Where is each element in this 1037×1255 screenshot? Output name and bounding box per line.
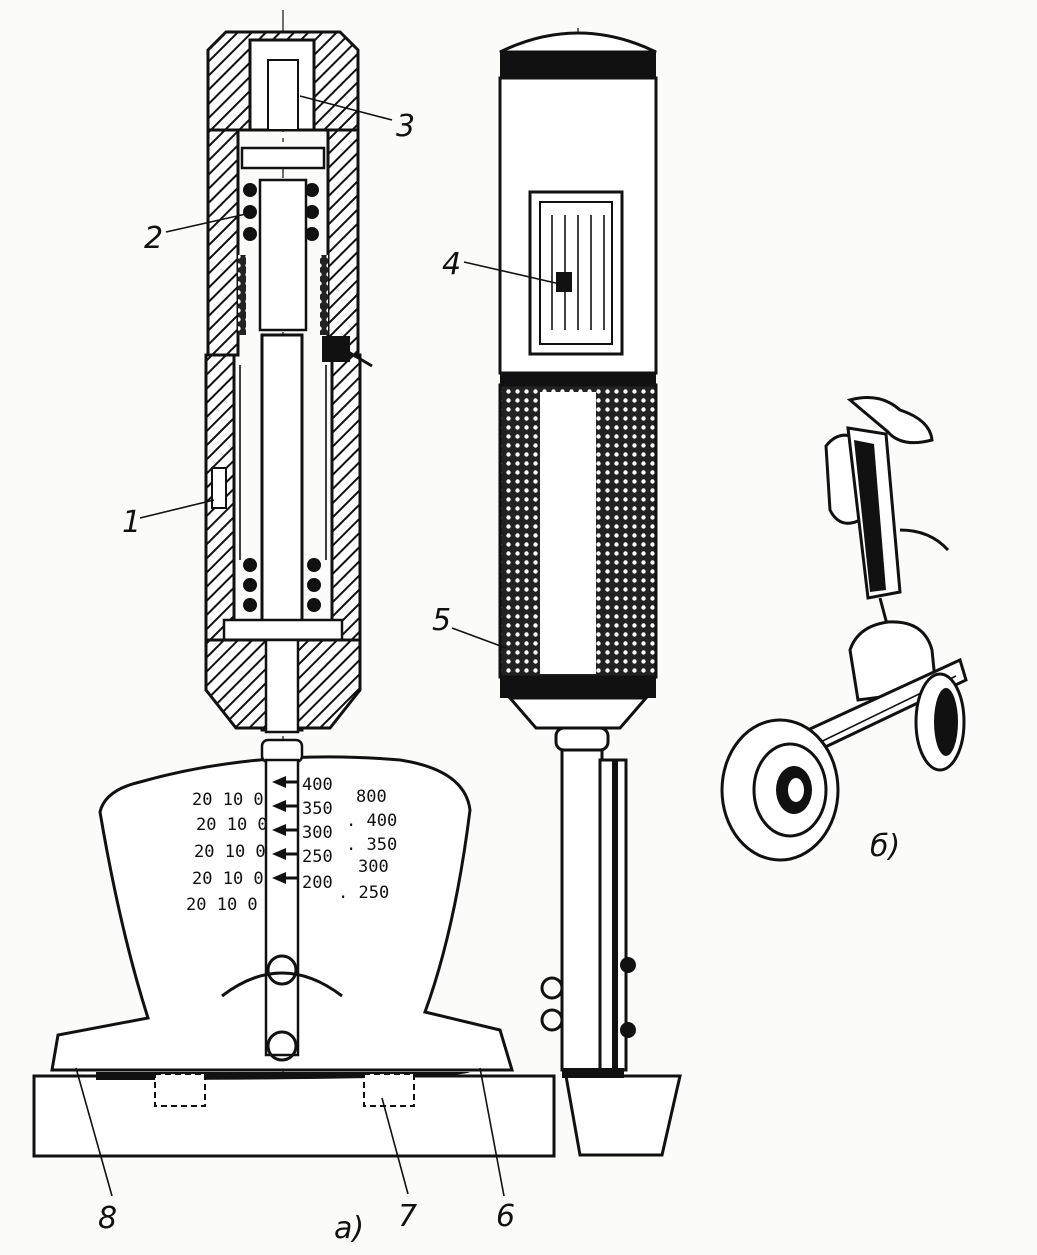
hardness-scale: 20 10 0 400 800 20 10 0 350 . 400 20 10 …	[186, 775, 397, 915]
slot	[211, 467, 227, 509]
callout-6: 6	[496, 1199, 515, 1234]
dome-cap	[499, 31, 657, 54]
scale-left-value: 20 10 0	[186, 895, 258, 915]
clamp-bolt-left	[154, 1073, 206, 1107]
workpiece-base	[32, 1074, 556, 1158]
callout-3: 3	[396, 109, 415, 144]
leader-6	[479, 1067, 505, 1197]
screw-upper	[540, 976, 564, 1000]
scale-window-inner	[539, 201, 613, 345]
upper-spring	[238, 183, 328, 335]
scale-left-value: 20 10 0	[192, 869, 264, 889]
leader-8	[75, 1067, 113, 1197]
callout-1: 1	[122, 505, 141, 540]
knurl-bottom-band	[500, 676, 656, 698]
callout-4: 4	[442, 247, 461, 282]
leader-5	[451, 627, 507, 649]
callout-8: 8	[98, 1201, 117, 1236]
spring-plate	[240, 146, 326, 170]
scale-mid-value: 250	[302, 847, 333, 867]
cap-band	[500, 52, 656, 78]
support-foot	[564, 1074, 682, 1157]
leader-lines	[75, 95, 561, 1197]
scale-row: 20 10 0 250 300	[192, 847, 389, 889]
lower-spring	[243, 558, 321, 612]
leader-2	[165, 213, 247, 233]
external-view	[498, 28, 682, 1157]
view-b-label: б)	[870, 829, 900, 864]
stem	[560, 748, 604, 1072]
scale-row: 20 10 0 400 800	[192, 775, 387, 810]
screw-lower	[540, 1008, 564, 1032]
view-a-label: а)	[334, 1211, 364, 1246]
scale-left-value: 20 10 0	[196, 815, 268, 835]
scale-left-value: 20 10 0	[194, 842, 266, 862]
housing-wall-right-lower	[330, 353, 362, 642]
indenter-tip	[260, 738, 304, 764]
knurl-top-band	[500, 373, 656, 385]
arc-guide	[221, 971, 343, 998]
scale-mid-value: 400	[302, 775, 333, 795]
scale-right-value: . 400	[346, 811, 397, 831]
scale-mid-value: 200	[302, 873, 333, 893]
pivot-lower	[266, 1030, 298, 1062]
leader-3	[299, 95, 393, 121]
housing-wall-left-upper	[206, 128, 240, 357]
lower-cone	[506, 696, 650, 730]
callouts: 3 2 1 4 5 8 7 6 а) б)	[98, 109, 900, 1246]
usage-sketch	[720, 396, 968, 862]
adjust-screw	[267, 59, 299, 131]
scale-right-value: . 250	[338, 883, 389, 903]
sectional-view	[32, 10, 556, 1158]
side-latch	[322, 336, 350, 362]
scale-row: 20 10 0 200 . 250	[186, 872, 389, 915]
hand-icon	[846, 396, 934, 445]
leader-7	[381, 1097, 409, 1195]
grip-highlight	[540, 392, 596, 674]
callout-5: 5	[432, 603, 451, 638]
scale-row: 20 10 0 350 . 400	[196, 799, 397, 835]
indenter-stem	[264, 638, 300, 734]
inner-sleeve	[258, 178, 308, 332]
housing-wall-right-upper	[326, 128, 360, 357]
leader-4	[463, 261, 561, 285]
scale-right-value: 800	[356, 787, 387, 807]
scale-right-value: . 350	[346, 835, 397, 855]
scale-mid-value: 300	[302, 823, 333, 843]
callout-7: 7	[398, 1199, 417, 1234]
scale-row: 20 10 0 300 . 350	[194, 823, 397, 862]
lower-plate	[222, 618, 344, 642]
clamp-bolt-right	[363, 1073, 415, 1107]
pivot-upper	[266, 954, 298, 986]
callout-2: 2	[144, 221, 163, 256]
scale-mid-value: 350	[302, 799, 333, 819]
window-scale-ticks	[551, 215, 605, 330]
collar	[554, 726, 610, 752]
scale-left-value: 20 10 0	[192, 790, 264, 810]
leader-1	[139, 499, 215, 519]
scale-right-value: 300	[358, 857, 389, 877]
